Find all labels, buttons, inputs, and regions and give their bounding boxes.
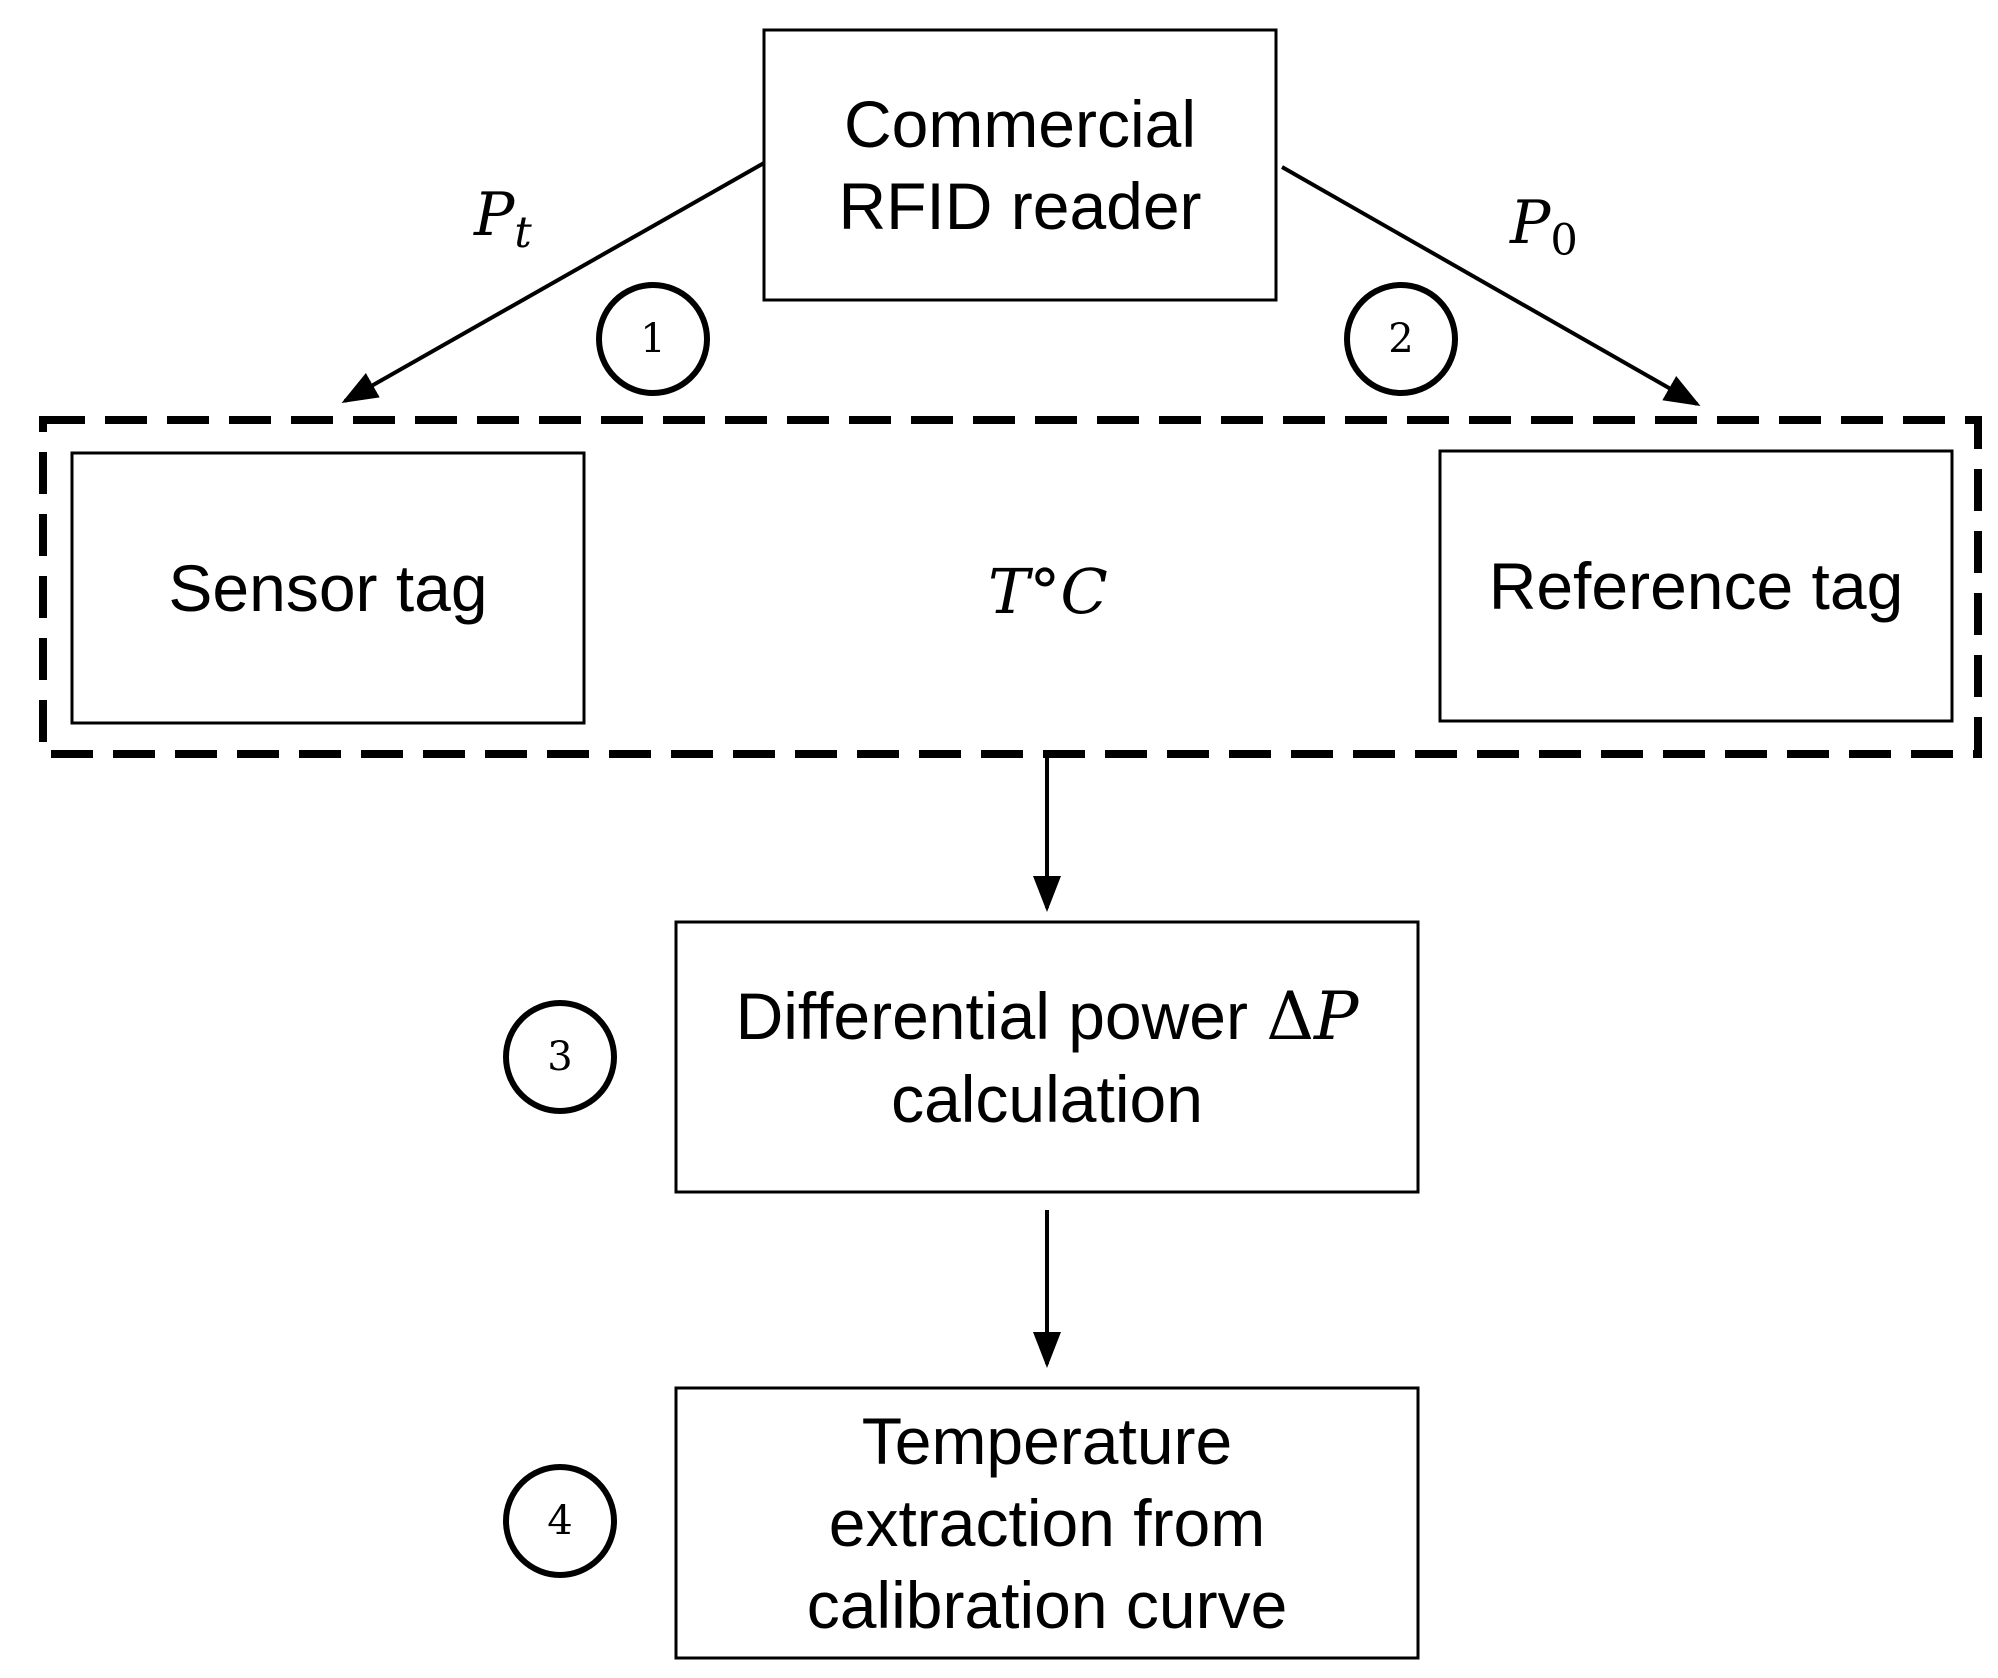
differential-box	[674, 920, 1420, 1194]
step-3-number: 3	[547, 1034, 573, 1080]
temperature-variable: T°C	[988, 555, 1108, 628]
sensor-tag-box	[70, 451, 586, 725]
temperature-label: Temperature extraction from calibration …	[676, 1388, 1418, 1658]
reader-label-line2: RFID reader	[838, 169, 1202, 243]
step-2-number: 2	[1388, 316, 1414, 362]
step-4-number: 4	[547, 1498, 573, 1544]
reader-label: Commercial RFID reader	[764, 30, 1276, 300]
arrow-reader-to-reference	[1281, 165, 1701, 406]
delta-symbol: Δ	[1266, 977, 1314, 1055]
temperature-label-line3: calibration curve	[806, 1568, 1288, 1642]
pt-label: Pt	[474, 180, 532, 258]
differential-label-line1: Differential power ΔP	[736, 975, 1359, 1058]
p-symbol: P	[1313, 977, 1359, 1055]
reader-label-line1: Commercial	[843, 87, 1197, 161]
delta-p-symbol: ΔP	[1266, 978, 1358, 1055]
temperature-label-line2: extraction from	[828, 1486, 1266, 1560]
arrow-reader-to-sensor	[341, 161, 765, 403]
step-1-circle	[596, 282, 710, 396]
reference-tag-label: Reference tag	[1488, 549, 1904, 623]
temperature-box	[674, 1386, 1420, 1660]
step-1-number: 1	[640, 316, 666, 362]
p0-label: P0	[1510, 188, 1578, 266]
step-3-circle	[503, 1000, 617, 1114]
step-2-circle	[1344, 282, 1458, 396]
sensor-tag-label: Sensor tag	[168, 551, 488, 625]
pt-subscript: t	[514, 208, 532, 259]
p0-subscript: 0	[1550, 216, 1578, 267]
temperature-label-line1: Temperature	[861, 1404, 1233, 1478]
p0-base: P	[1510, 188, 1551, 258]
differential-label-line2: calculation	[891, 1061, 1203, 1136]
temperature-chamber-dashed-box	[39, 416, 1982, 758]
reader-box	[762, 28, 1278, 302]
differential-label-text: Differential power	[735, 978, 1267, 1053]
differential-label: Differential power ΔP calculation	[676, 922, 1418, 1192]
pt-base: P	[474, 180, 515, 250]
reference-tag-box	[1438, 449, 1954, 723]
step-4-circle	[503, 1464, 617, 1578]
